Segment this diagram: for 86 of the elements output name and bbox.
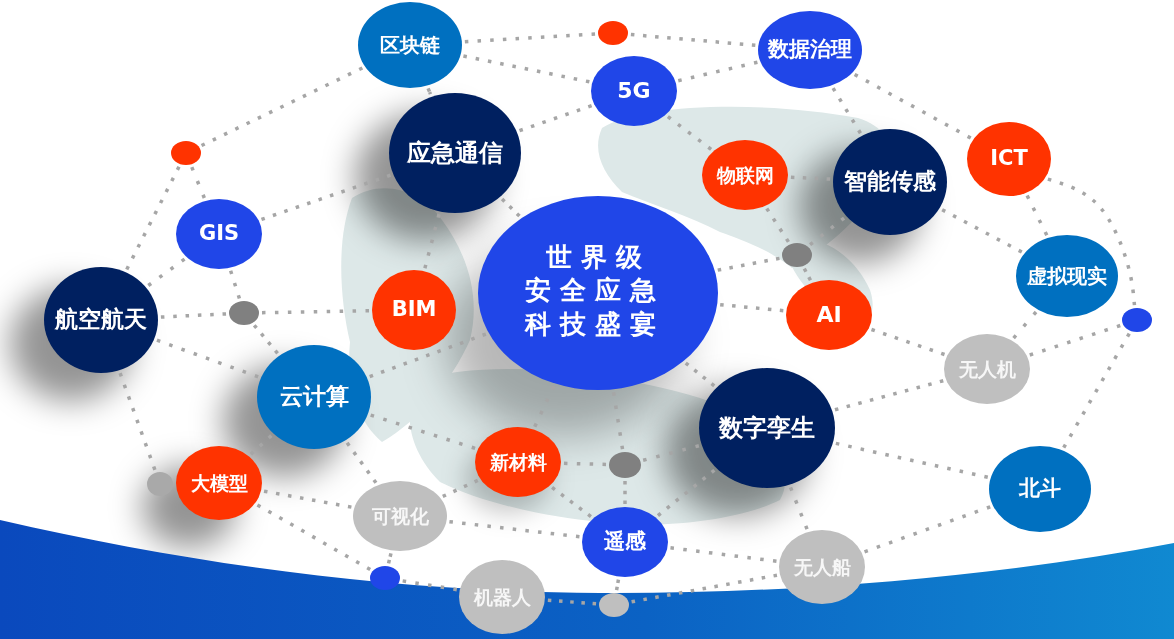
dotted-connector (228, 270, 242, 300)
node-label: ICT (990, 146, 1028, 172)
dotted-connector (642, 444, 700, 462)
node-label: 数字孪生 (719, 413, 815, 443)
dotted-connector (1047, 177, 1137, 306)
node-label: 智能传感 (844, 168, 936, 196)
node-label: 机器人 (473, 585, 531, 609)
dotted-connector (252, 324, 279, 355)
node-label: 云计算 (279, 383, 349, 411)
orbit-dot (370, 566, 400, 590)
dotted-connector (563, 461, 607, 467)
dotted-connector (834, 379, 944, 412)
dotted-connector (630, 32, 756, 48)
dotted-connector (263, 489, 352, 509)
dotted-connector (1029, 323, 1121, 357)
node-label: 无人船 (793, 555, 851, 579)
dotted-connector (1012, 310, 1038, 340)
node-label: 遥感 (604, 529, 646, 555)
dotted-connector (870, 327, 946, 357)
node-label: 可视化 (371, 504, 429, 528)
dotted-connector (386, 552, 393, 564)
dotted-connector (863, 505, 991, 554)
hub-title: 世界级安全应急科技盛宴 (525, 241, 666, 341)
dotted-connector (831, 87, 862, 135)
node-label: GIS (198, 221, 240, 247)
dotted-connector (720, 302, 784, 313)
node-label: AI (816, 301, 842, 329)
node-label: BIM (391, 297, 437, 323)
dotted-connector (677, 60, 758, 83)
dotted-connector (1062, 332, 1131, 449)
dotted-connector (666, 115, 713, 151)
dotted-connector (684, 361, 716, 388)
dotted-connector (260, 173, 391, 222)
dotted-connector (345, 441, 378, 484)
topic-circle (582, 507, 668, 577)
dotted-connector (611, 391, 625, 450)
dotted-connector (463, 54, 590, 84)
dotted-connector (547, 598, 597, 606)
node-label: 无人机 (958, 357, 1016, 381)
dotted-connector (788, 486, 809, 530)
dotted-connector (500, 197, 521, 218)
dotted-connector (518, 104, 593, 133)
dotted-connector (631, 573, 778, 604)
orbit-dot (1122, 308, 1152, 332)
dotted-connector (551, 486, 592, 518)
dotted-connector (717, 256, 780, 272)
dotted-connector (369, 332, 487, 379)
dotted-connector (370, 413, 476, 450)
node-label: 数据治理 (768, 37, 852, 63)
dotted-connector (160, 312, 227, 319)
dotted-connector (656, 468, 716, 517)
dotted-connector (835, 441, 989, 480)
dotted-connector (623, 481, 627, 504)
orbit-dot (598, 21, 628, 45)
dotted-connector (614, 579, 621, 591)
dotted-connector (402, 579, 458, 592)
dotted-connector (1025, 194, 1049, 236)
dotted-connector (147, 257, 186, 287)
dotted-connector (256, 503, 372, 572)
dotted-connector (261, 309, 370, 315)
node-label: 北斗 (1019, 476, 1061, 502)
orbit-dot (171, 141, 201, 165)
dotted-connector (190, 166, 206, 199)
node-label: 物联网 (716, 163, 774, 187)
dotted-connector (464, 32, 596, 44)
dotted-connector (941, 208, 1023, 254)
dotted-connector (670, 546, 777, 563)
dotted-connector (200, 66, 364, 148)
node-label: 大模型 (190, 471, 248, 495)
node-label: 虚拟现实 (1027, 264, 1107, 288)
dotted-connector (249, 434, 273, 456)
dotted-connector (449, 519, 580, 539)
dotted-connector (118, 372, 157, 471)
dotted-connector (765, 207, 790, 243)
node-label: 5G (617, 77, 651, 105)
dotted-connector (125, 166, 181, 271)
dotted-connector (426, 87, 433, 95)
dotted-connector (156, 338, 259, 379)
dotted-connector (853, 72, 972, 140)
node-label: 新材料 (489, 450, 547, 474)
dotted-connector (533, 385, 556, 428)
node-label: 航空航天 (55, 306, 147, 334)
node-label: 应急通信 (407, 138, 503, 168)
node-label: 区块链 (380, 33, 440, 57)
orbit-dot (229, 301, 259, 325)
dotted-connector (802, 267, 812, 282)
